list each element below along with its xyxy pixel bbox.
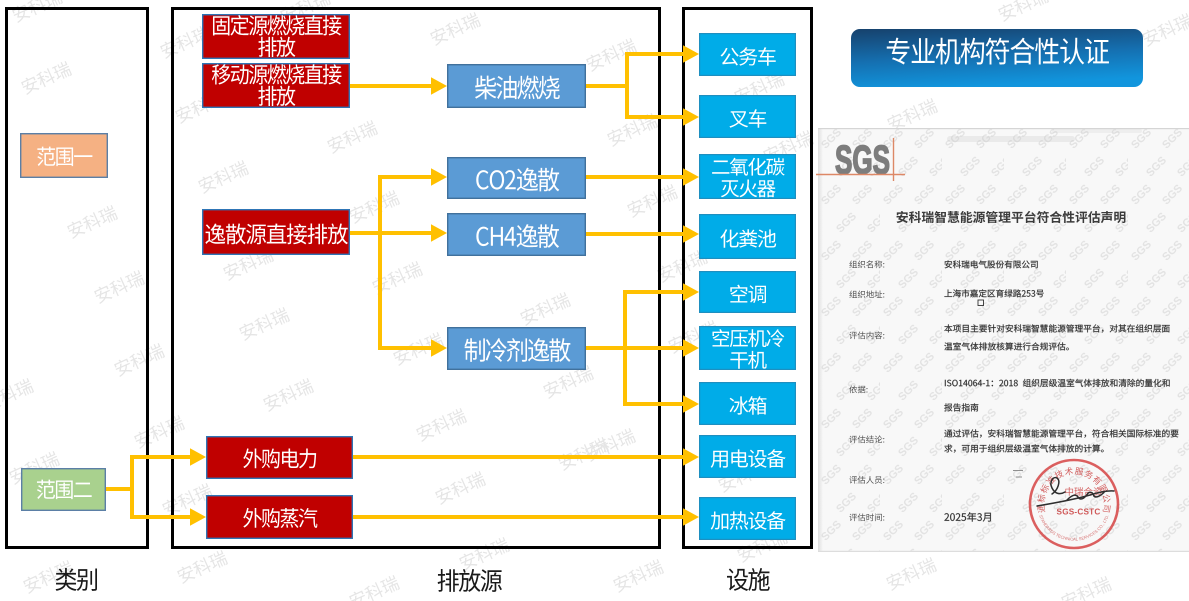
- svg-text:SGS: SGS: [835, 139, 890, 183]
- svg-text:SGS-CSTC: SGS-CSTC: [1057, 508, 1101, 517]
